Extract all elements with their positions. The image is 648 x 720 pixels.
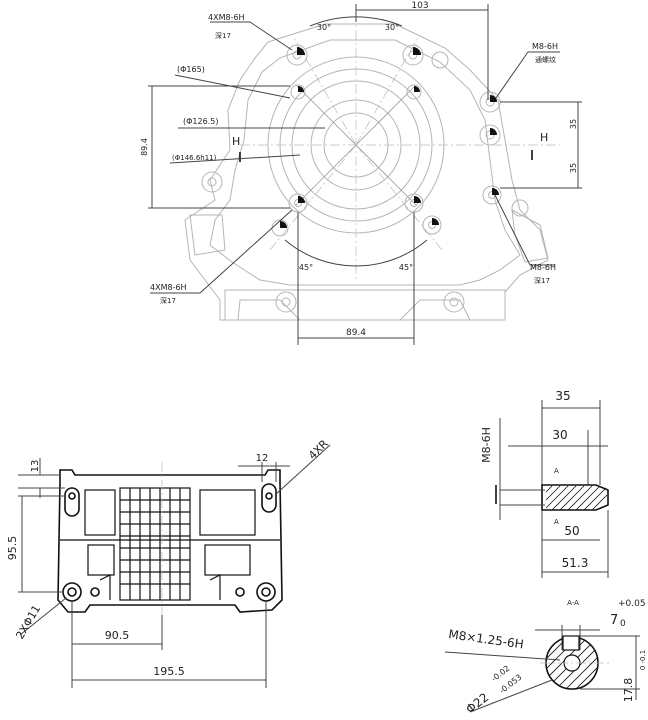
- section-body: [541, 484, 609, 511]
- thread-marks: [280, 47, 499, 228]
- section-dim-51-3: 51.3: [562, 556, 589, 570]
- angle-30-left: 30°: [317, 23, 331, 32]
- thread-bottom-left-note: 深17: [160, 296, 176, 305]
- dia-126: (Φ126.5): [183, 117, 218, 126]
- bottom-body-outline: [57, 469, 283, 613]
- centerline-30-left: [293, 37, 357, 146]
- thread-bottom-right: M8-6H: [530, 263, 556, 272]
- shaft-thread: M8×1.25-6H: [448, 627, 525, 651]
- centerline-45-right: [355, 144, 443, 251]
- section-view: 35 30 M8-6H A A 50: [480, 389, 609, 578]
- section-thread: M8-6H: [480, 427, 493, 463]
- shaft-section: A-A 7 +0.05 0 M8×1.25-6H Φ22: [444, 599, 647, 716]
- shaft-diameter: Φ22: [463, 690, 491, 716]
- section-dim-35: 35: [555, 389, 570, 403]
- angle-45-right: 45°: [399, 263, 413, 272]
- thread-top-right: M8-6H: [532, 42, 558, 51]
- housing-outline: [184, 23, 549, 321]
- thread-top-left: 4XM8-6H: [208, 13, 245, 22]
- centerline-45-left: [269, 144, 357, 251]
- front-view: 103 30° 30° 4XM8-6H 深17 (Φ165) 89.4 (Φ12…: [140, 1, 582, 345]
- dim-195-5: 195.5: [153, 665, 185, 678]
- label-2xphi11: 2XΦ11: [13, 603, 43, 642]
- housing-inner: [209, 39, 521, 286]
- bolt-holes: [201, 44, 529, 313]
- slot-right: [261, 483, 277, 513]
- label-4xr: 4XR: [306, 437, 331, 462]
- thread-top-left-note: 深17: [215, 31, 231, 40]
- key-depth: 17.8: [622, 678, 635, 703]
- dim-12: 12: [256, 453, 269, 464]
- shaft-keyway: [562, 635, 580, 651]
- angle-30-right: 30°: [385, 23, 399, 32]
- mount-hole-right: [256, 582, 276, 602]
- dim-35-lower: 35: [569, 163, 578, 173]
- angle-45-left: 45°: [299, 263, 313, 272]
- rib-grid: [60, 487, 280, 601]
- shaft-section-title: A-A: [567, 599, 579, 607]
- dim-89-bottom: 89.4: [346, 328, 366, 338]
- dim-35-upper: 35: [569, 119, 578, 129]
- section-dim-50: 50: [564, 524, 579, 538]
- section-dim-30: 30: [552, 428, 567, 442]
- left-tab: [189, 214, 226, 256]
- bottom-view: 13 12 4XR 95.5 2XΦ11 90.5 195.5: [6, 437, 331, 688]
- dim-13: 13: [30, 460, 41, 473]
- dim-90-5: 90.5: [105, 629, 130, 642]
- section-mark-bottom: A: [554, 518, 559, 526]
- section-hatch: [545, 485, 608, 511]
- dia-146: (Φ146.6h11): [172, 154, 217, 162]
- thread-bottom-left: 4XM8-6H: [150, 283, 187, 292]
- centerline-30-right: [355, 37, 419, 146]
- dim-95-5: 95.5: [6, 536, 19, 561]
- right-tab: [511, 209, 549, 263]
- h-label-right: H: [540, 131, 548, 144]
- key-width-tol-lower: 0: [620, 619, 626, 629]
- key-width: 7: [610, 613, 618, 628]
- h-label-left: H: [232, 135, 240, 148]
- section-mark-top: A: [554, 467, 559, 475]
- key-width-tol-upper: +0.05: [618, 599, 646, 609]
- slot-left: [64, 487, 80, 517]
- dim-103: 103: [411, 1, 428, 11]
- thread-bottom-right-note: 深17: [534, 276, 550, 285]
- circle-126: [310, 99, 402, 191]
- base-foot: [224, 289, 506, 321]
- thread-top-right-note: 通螺纹: [535, 55, 556, 64]
- dia-165: (Φ165): [177, 65, 205, 74]
- key-depth-tol: 0 -0.1: [639, 650, 647, 670]
- dim-89-vertical: 89.4: [140, 138, 149, 156]
